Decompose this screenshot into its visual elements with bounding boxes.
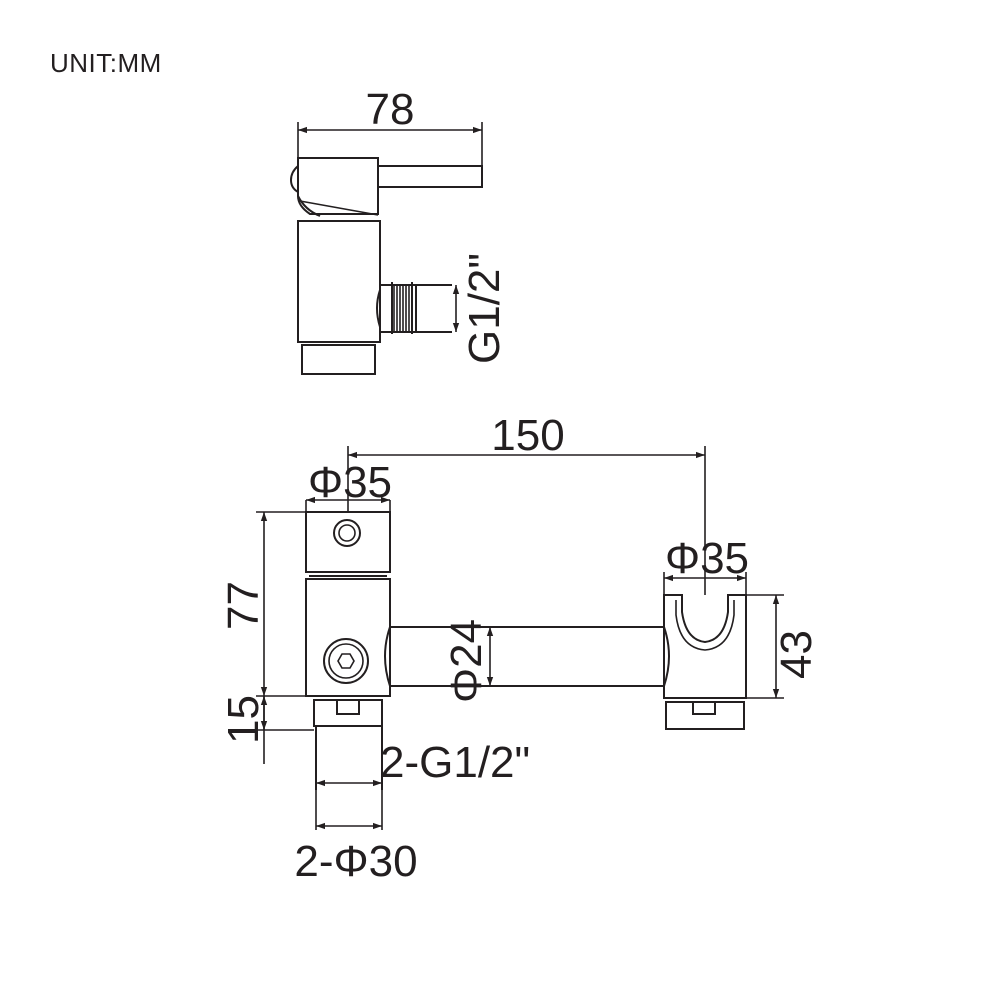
- dim-holder-height: 43: [772, 630, 821, 679]
- handle-lever: [377, 165, 483, 188]
- dim-top-width: 78: [366, 85, 415, 134]
- side-inlet: [379, 284, 417, 333]
- dim-thread-bottom: 2-G1/2": [380, 738, 530, 787]
- bottom-nut-side: [301, 344, 376, 375]
- dim-valve-height: 77: [219, 581, 268, 630]
- hex-socket-icon: [323, 638, 369, 684]
- thread-hatching: [393, 284, 410, 332]
- handle-head: [297, 157, 379, 215]
- holder-bottom-nut: [665, 701, 745, 730]
- dim-inlet-diameter: 2-Φ30: [294, 837, 417, 886]
- front-view: 150 Φ35 Φ35 Φ24 77 15 43 2-G1/2": [219, 411, 821, 886]
- valve-body-front: [305, 578, 391, 697]
- screw-icon: [333, 519, 361, 547]
- dim-valve-diameter: Φ35: [308, 458, 392, 507]
- side-view: 78 G1/2": [289, 85, 509, 375]
- valve-body-side: [297, 220, 381, 343]
- dim-inlet-height: 15: [219, 695, 268, 744]
- dim-holder-diameter: Φ35: [665, 534, 749, 583]
- hand-shower-holder: [663, 594, 747, 699]
- dim-thread-side: G1/2": [460, 253, 509, 364]
- dim-center-distance: 150: [491, 411, 564, 460]
- dim-pipe-diameter: Φ24: [442, 619, 491, 703]
- unit-label: UNIT:MM: [50, 48, 162, 78]
